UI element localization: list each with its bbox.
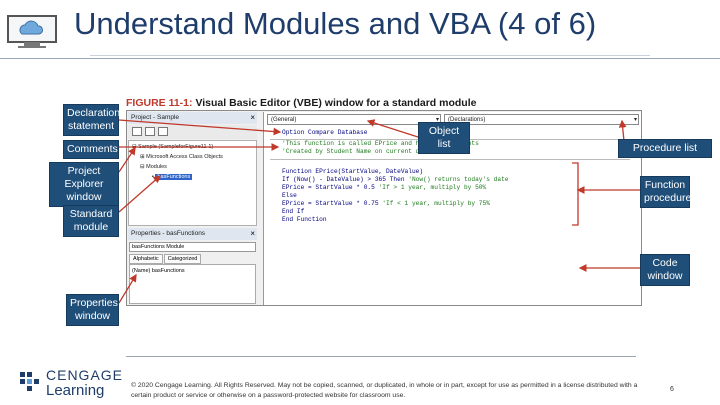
chevron-down-icon: ▾	[435, 117, 439, 123]
project-toolbar	[128, 125, 257, 139]
cengage-mark-icon	[20, 372, 39, 391]
module-icon: ▪	[152, 174, 154, 180]
code-line: End Function	[282, 216, 327, 223]
callout-standard-module: Standard module	[63, 205, 119, 237]
tab-categorized[interactable]: Categorized	[163, 254, 202, 264]
monitor-cloud-icon	[7, 15, 57, 48]
properties-object-combo[interactable]: basFunctions Module	[129, 242, 256, 252]
code-line: End If	[282, 208, 305, 215]
code-line: 'Created by Student Name on current date	[282, 148, 431, 155]
chevron-down-icon: ▾	[633, 117, 637, 123]
callout-procedure-list: Procedure list	[618, 139, 712, 158]
tree-item-basfunctions[interactable]: ▪ basFunctions	[152, 174, 193, 180]
view-code-icon[interactable]	[132, 127, 142, 136]
brand-cengage: CENGAGE	[46, 367, 124, 383]
figure-caption: FIGURE 11-1: Visual Basic Editor (VBE) w…	[126, 97, 476, 109]
page-number: 6	[670, 386, 674, 393]
code-line: If (Now() - DateValue) > 365 Then 'Now()…	[282, 176, 509, 183]
tab-alphabetic[interactable]: Alphabetic	[129, 254, 163, 264]
code-line: 'This function is called EPrice and has …	[282, 140, 479, 147]
title-divider	[0, 58, 720, 59]
properties-close-icon[interactable]: ×	[250, 229, 255, 238]
view-object-icon[interactable]	[145, 127, 155, 136]
project-explorer-titlebar: Project - Sample ×	[128, 112, 257, 124]
callout-object-list: Object list	[418, 122, 470, 154]
code-line: EPrice = StartValue * 0.5 'If > 1 year, …	[282, 184, 487, 191]
properties-grid: (Name) basFunctions	[129, 264, 256, 304]
code-line: Function EPrice(StartValue, DateValue)	[282, 168, 424, 175]
code-line: EPrice = StartValue * 0.75 'If < 1 year,…	[282, 200, 490, 207]
vbe-window: Project - Sample × ⊟ Sample (SampleforFi…	[126, 110, 642, 306]
callout-project-explorer: Project Explorer window	[49, 162, 119, 207]
code-separator	[270, 159, 630, 160]
tree-item-project[interactable]: ⊟ Sample (SampleforFigure11-1)	[132, 144, 214, 150]
tree-item-class-objects[interactable]: ⊞ Microsoft Access Class Objects	[140, 154, 223, 160]
footer-divider	[126, 356, 636, 357]
slide-title: Understand Modules and VBA (4 of 6)	[74, 6, 597, 41]
procedure-list-combo[interactable]: (Declarations)▾	[444, 114, 639, 125]
property-row-name[interactable]: (Name) basFunctions	[132, 268, 185, 274]
toggle-folders-icon[interactable]	[158, 127, 168, 136]
project-tree: ⊟ Sample (SampleforFigure11-1) ⊞ Microso…	[128, 140, 257, 226]
callout-comments: Comments	[63, 140, 119, 159]
callout-code-window: Code window	[640, 254, 690, 286]
copyright-notice: © 2020 Cengage Learning. All Rights Rese…	[131, 382, 638, 399]
callout-properties-window: Properties window	[66, 294, 119, 326]
tree-item-modules[interactable]: ⊟ Modules	[140, 164, 167, 170]
figure-caption-text: Visual Basic Editor (VBE) window for a s…	[192, 97, 477, 109]
object-list-combo[interactable]: (General)▾	[267, 114, 441, 125]
title-divider-light	[90, 55, 650, 56]
properties-title: Properties - basFunctions	[131, 230, 206, 237]
code-line: Else	[282, 192, 297, 199]
project-explorer-title: Project - Sample	[131, 114, 180, 121]
project-close-icon[interactable]: ×	[250, 113, 255, 122]
properties-titlebar: Properties - basFunctions ×	[128, 228, 257, 240]
cengage-logo: CENGAGE Learning	[18, 366, 122, 400]
callout-declaration-statement: Declaration statement	[63, 104, 120, 136]
figure-label: FIGURE 11-1:	[126, 97, 193, 109]
code-line: Option Compare Database	[282, 129, 368, 136]
callout-function-procedure: Function procedure	[640, 176, 691, 208]
brand-learning: Learning	[46, 382, 105, 399]
